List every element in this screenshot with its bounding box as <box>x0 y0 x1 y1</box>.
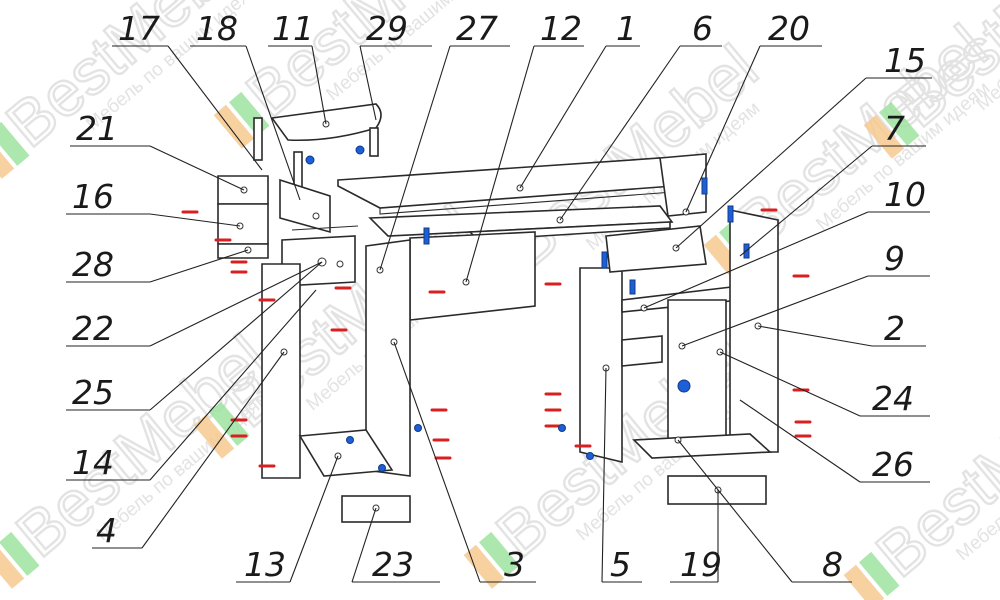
callout-leader <box>245 45 301 201</box>
watermark-mark <box>858 551 900 596</box>
callout-leader <box>359 45 377 121</box>
callout-leader <box>311 45 327 125</box>
callout-leader <box>739 399 861 483</box>
callout-leader <box>289 455 339 583</box>
callout-leader <box>739 145 873 257</box>
watermark-mark <box>478 531 520 576</box>
watermark-mark <box>0 531 40 576</box>
callout-number: 28 <box>72 245 114 284</box>
callout-leader <box>167 45 263 171</box>
callout-leader <box>149 261 323 347</box>
callout-leader <box>677 439 793 583</box>
callout-leader <box>149 289 317 481</box>
callout-number: 17 <box>118 9 160 48</box>
callout-leader <box>601 367 607 583</box>
watermark-mark <box>213 104 255 149</box>
exploded-desk-drawing <box>181 103 812 523</box>
callout-leader <box>149 213 241 227</box>
callout-number: 1 <box>616 9 637 48</box>
callout-number: 15 <box>884 41 926 80</box>
callout-leader <box>757 325 873 347</box>
callout-number: 8 <box>822 545 843 584</box>
callout-number: 26 <box>872 445 914 484</box>
callout-number: 27 <box>456 9 498 48</box>
callout-number: 14 <box>72 443 114 482</box>
callout-number: 24 <box>872 379 914 418</box>
callout-leader <box>465 45 535 283</box>
callout-number: 2 <box>884 309 905 348</box>
watermark-mark <box>463 544 505 589</box>
callout-leader <box>675 77 867 249</box>
watermark-brand: BestMebel <box>3 321 281 571</box>
callout-number: 16 <box>72 177 114 216</box>
callout-number: 11 <box>272 9 314 48</box>
callout-leader <box>141 351 285 549</box>
leader-lines <box>66 45 932 583</box>
callout-number: 19 <box>680 545 722 584</box>
callout-leader <box>643 211 869 309</box>
callout-leader <box>149 249 249 283</box>
watermark-mark <box>0 134 15 179</box>
callout-leader <box>685 45 761 213</box>
fitting-marks <box>346 177 750 472</box>
callout-number: 25 <box>72 373 114 412</box>
callout-number: 22 <box>72 309 114 348</box>
callout-leader <box>559 45 681 221</box>
callout-number: 21 <box>76 109 118 148</box>
callout-leader <box>681 275 869 347</box>
callout-number: 9 <box>884 239 905 278</box>
callout-leader <box>519 45 607 189</box>
callout-number: 29 <box>366 9 408 48</box>
callout-number: 23 <box>372 545 414 584</box>
screw-marks <box>181 208 812 468</box>
watermark-mark <box>878 101 920 146</box>
callout-leader <box>719 351 861 417</box>
watermark-mark <box>0 544 25 589</box>
watermark-mark <box>863 114 905 159</box>
callout-number: 4 <box>96 511 117 550</box>
callout-number: 18 <box>196 9 238 48</box>
watermark-mark <box>843 564 885 600</box>
watermark-mark <box>0 121 30 166</box>
callout-leader <box>351 507 377 583</box>
callout-number: 3 <box>504 545 525 584</box>
callout-leader <box>393 341 481 583</box>
watermark-mark <box>193 414 235 459</box>
callout-number: 6 <box>692 9 713 48</box>
callout-number: 20 <box>768 9 810 48</box>
callout-number: 13 <box>244 545 286 584</box>
callout-leader <box>149 145 245 191</box>
callout-number: 5 <box>610 545 631 584</box>
callout-leader <box>149 261 323 411</box>
callout-leader <box>379 45 451 271</box>
callout-number: 12 <box>540 9 582 48</box>
callout-number: 10 <box>884 175 926 214</box>
callout-number: 7 <box>884 109 905 148</box>
